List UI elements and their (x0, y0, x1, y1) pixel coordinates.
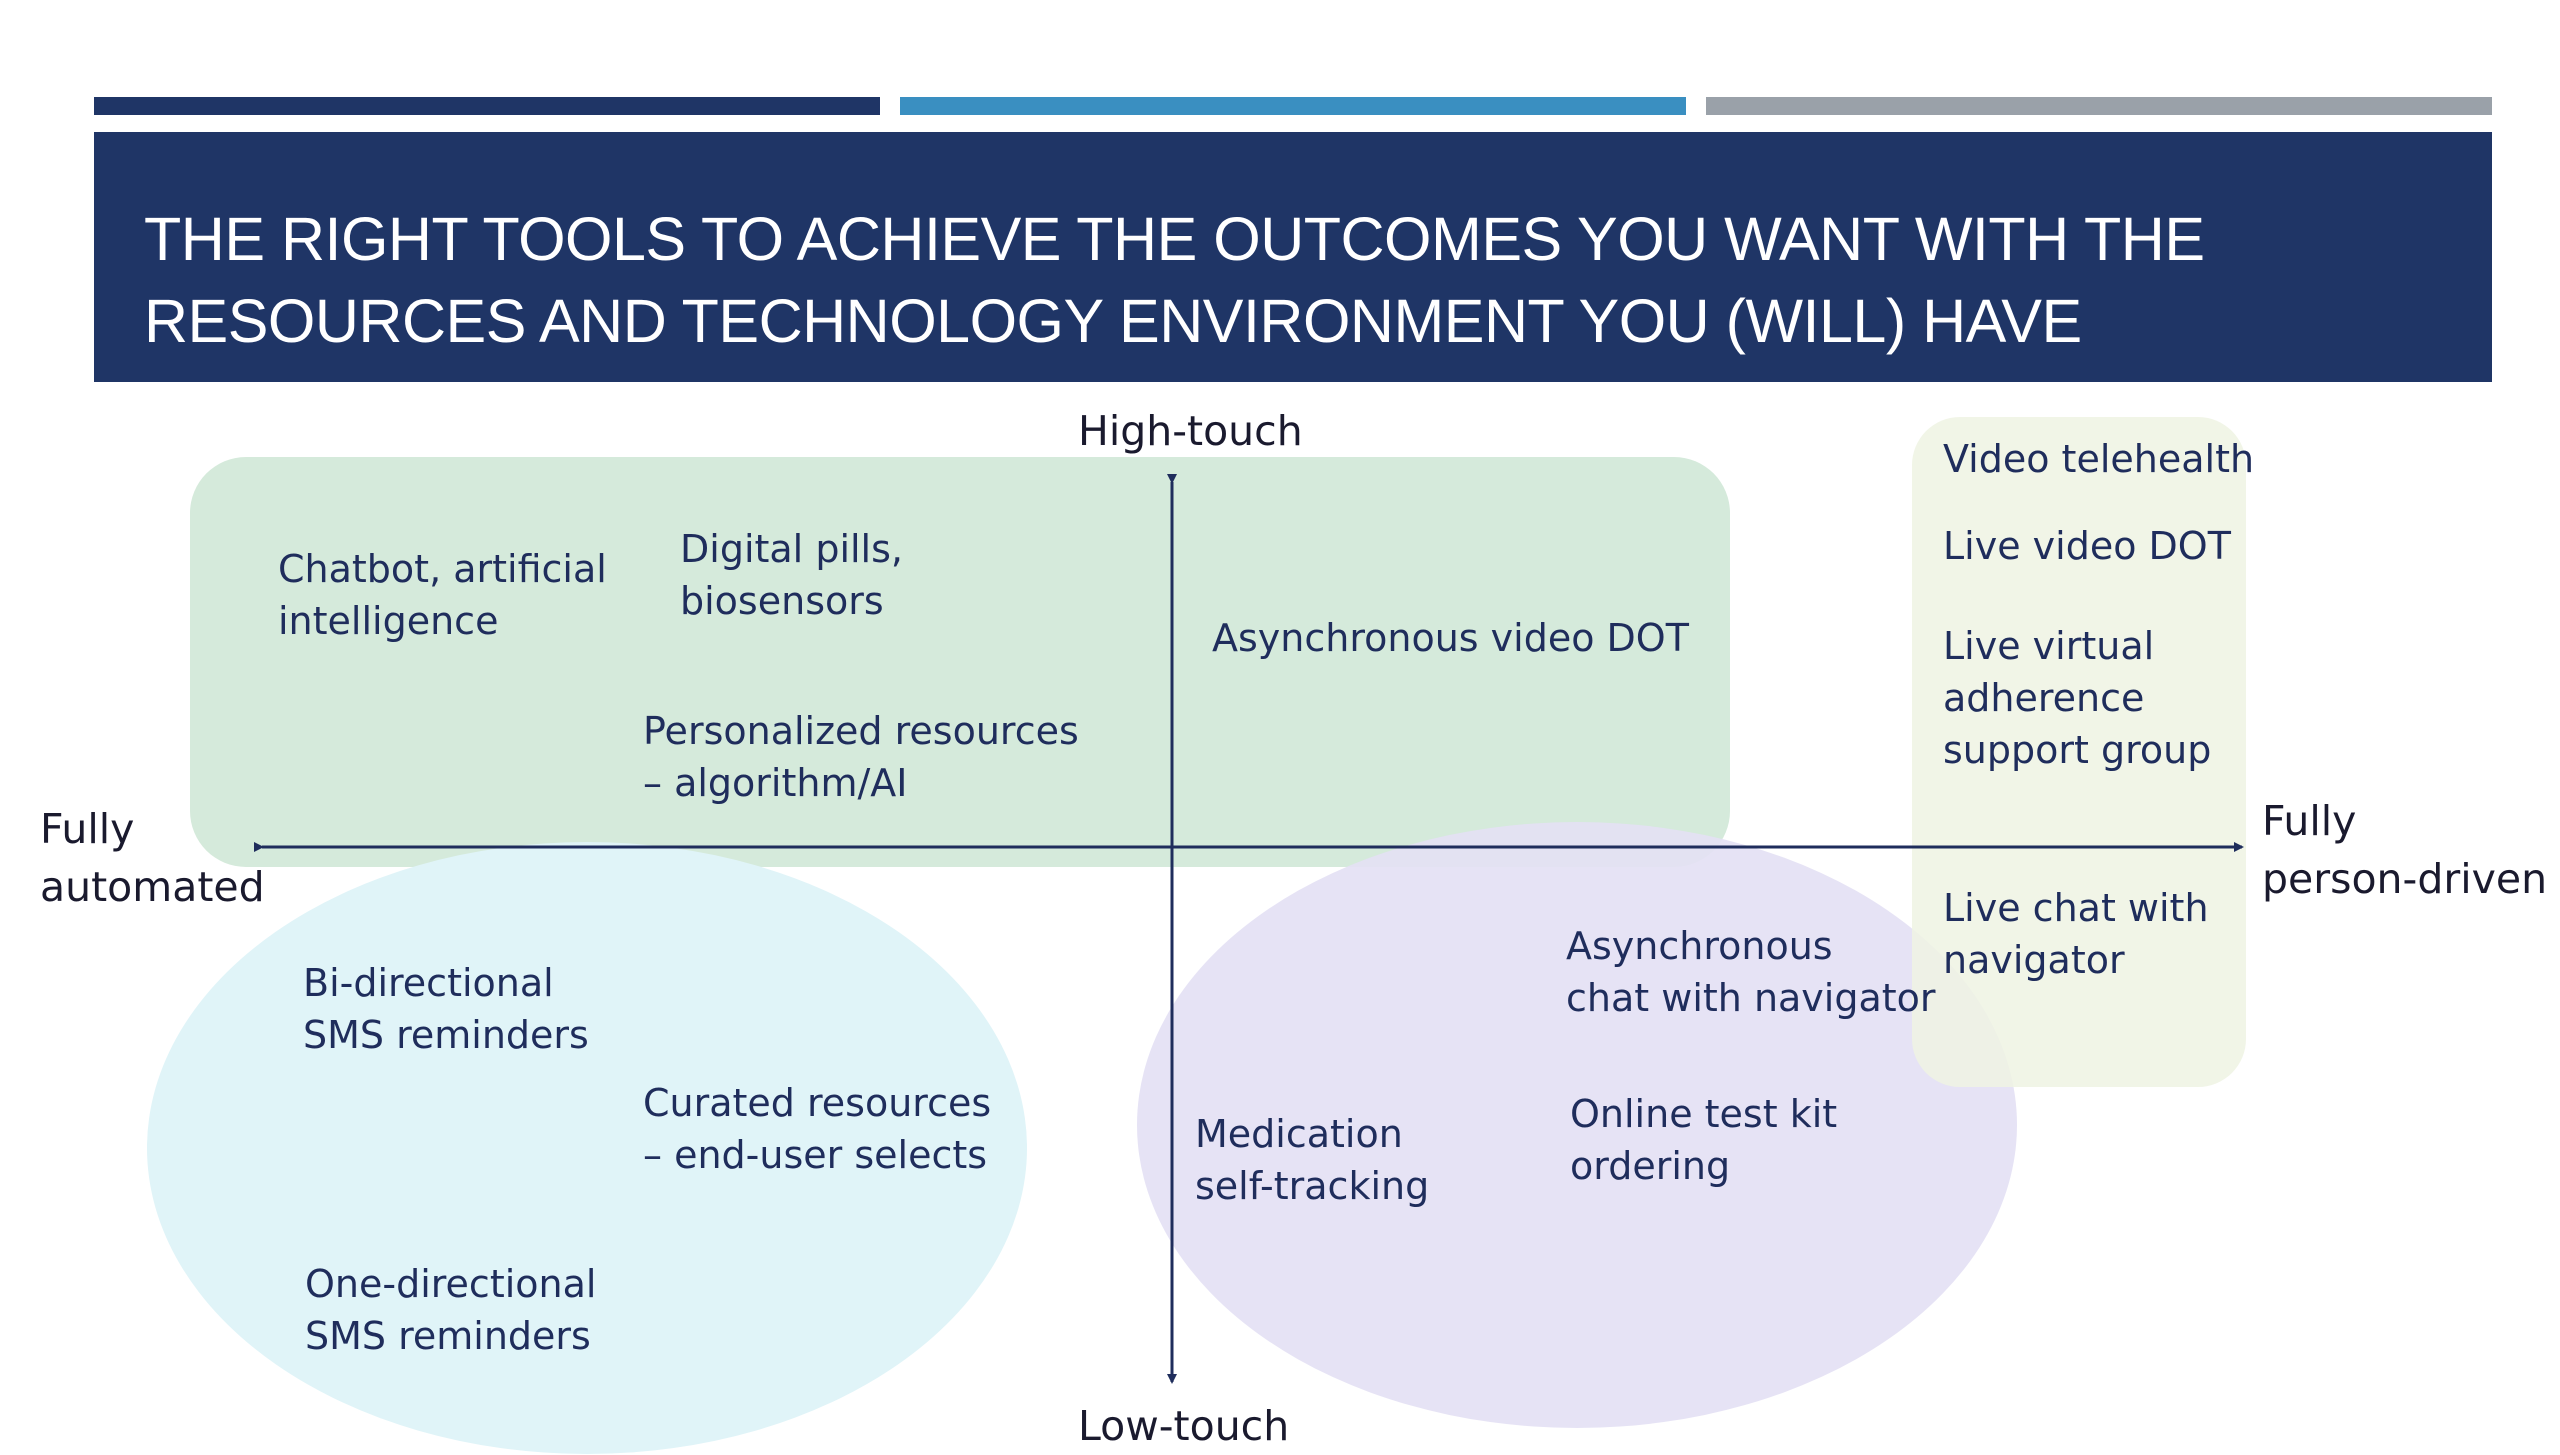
accent-bar-blue (900, 97, 1686, 115)
region-live-person-driven (1912, 417, 2246, 1087)
item-medication-self-tracking: Medication self-tracking (1195, 1112, 1430, 1208)
item-chatbot-ai: Chatbot, artificial intelligence (278, 547, 607, 643)
item-onedirectional-sms: One-directional SMS reminders (305, 1262, 597, 1358)
region-high-touch-automated (190, 457, 1730, 867)
item-bidirectional-sms: Bi-directional SMS reminders (303, 961, 589, 1057)
axis-label-high-touch: High-touch (1078, 407, 1303, 455)
item-online-test-kit: Online test kit ordering (1570, 1092, 1838, 1188)
item-live-chat-navigator: Live chat with navigator (1943, 886, 2209, 982)
axis-label-fully-automated: Fully automated (40, 805, 265, 911)
item-live-video-dot: Live video DOT (1943, 524, 2231, 568)
item-video-telehealth: Video telehealth (1943, 437, 2255, 481)
accent-bar-navy (94, 97, 880, 115)
accent-bar-gray (1706, 97, 2492, 115)
region-low-touch-person (1137, 822, 2017, 1428)
title-line-1: THE RIGHT TOOLS TO ACHIEVE THE OUTCOMES … (144, 205, 2205, 273)
title-banner: THE RIGHT TOOLS TO ACHIEVE THE OUTCOMES … (94, 132, 2492, 382)
axis-label-fully-person-driven: Fully person-driven (2262, 797, 2548, 903)
item-digital-pills: Digital pills, biosensors (680, 527, 903, 623)
item-curated-resources: Curated resources – end-user selects (643, 1081, 992, 1177)
title-line-2: RESOURCES AND TECHNOLOGY ENVIRONMENT YOU… (144, 287, 2082, 355)
axis-label-low-touch: Low-touch (1078, 1402, 1290, 1450)
item-personalized-resources: Personalized resources – algorithm/AI (643, 709, 1079, 805)
item-asynchronous-chat: Asynchronous chat with navigator (1566, 924, 1936, 1020)
item-asynchronous-video-dot: Asynchronous video DOT (1212, 616, 1689, 660)
item-live-virtual-support-group: Live virtual adherence support group (1943, 624, 2212, 772)
region-low-touch-automated (147, 842, 1027, 1454)
